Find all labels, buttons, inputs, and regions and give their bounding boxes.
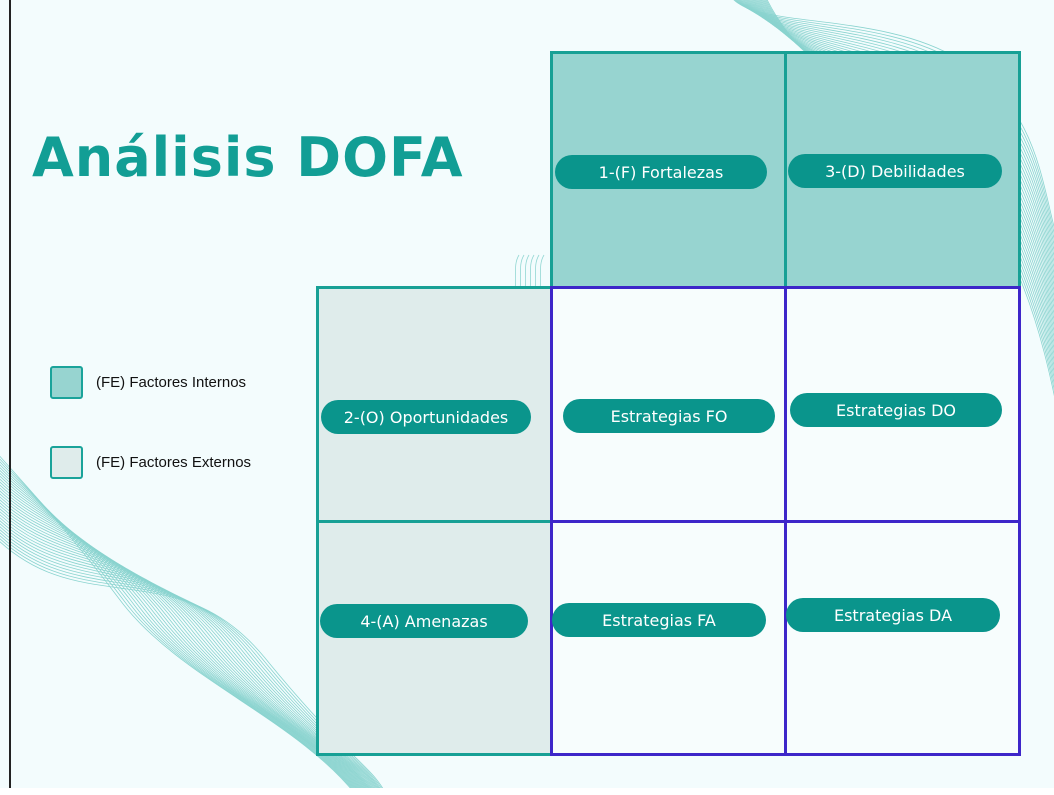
legend-swatch-external: [50, 446, 83, 479]
oportunidades-label: 2-(O) Oportunidades: [321, 400, 531, 434]
slide-bottom-margin: [0, 788, 1054, 795]
cell-estrategias-do: Estrategias DO: [784, 286, 1021, 523]
fortalezas-label: 1-(F) Fortalezas: [555, 155, 767, 189]
cell-oportunidades: 2-(O) Oportunidades: [316, 286, 553, 523]
amenazas-label: 4-(A) Amenazas: [320, 604, 528, 638]
legend-item-internal: (FE) Factores Internos: [50, 366, 246, 399]
page-title: Análisis DOFA: [32, 126, 464, 189]
cell-debilidades: 3-(D) Debilidades: [784, 51, 1021, 289]
cell-estrategias-fo: Estrategias FO: [550, 286, 787, 523]
strategy-do-label: Estrategias DO: [790, 393, 1002, 427]
debilidades-label: 3-(D) Debilidades: [788, 154, 1002, 188]
cell-estrategias-da: Estrategias DA: [784, 520, 1021, 756]
cell-amenazas: 4-(A) Amenazas: [316, 520, 553, 756]
cell-fortalezas: 1-(F) Fortalezas: [550, 51, 787, 289]
legend-item-external: (FE) Factores Externos: [50, 446, 251, 479]
cell-estrategias-fa: Estrategias FA: [550, 520, 787, 756]
legend-label-internal: (FE) Factores Internos: [96, 374, 247, 391]
slide-edge-line: [9, 0, 11, 795]
strategy-da-label: Estrategias DA: [786, 598, 1000, 632]
legend-swatch-internal: [50, 366, 83, 399]
strategy-fo-label: Estrategias FO: [563, 399, 775, 433]
legend-label-external: (FE) Factores Externos: [96, 454, 252, 471]
strategy-fa-label: Estrategias FA: [552, 603, 766, 637]
